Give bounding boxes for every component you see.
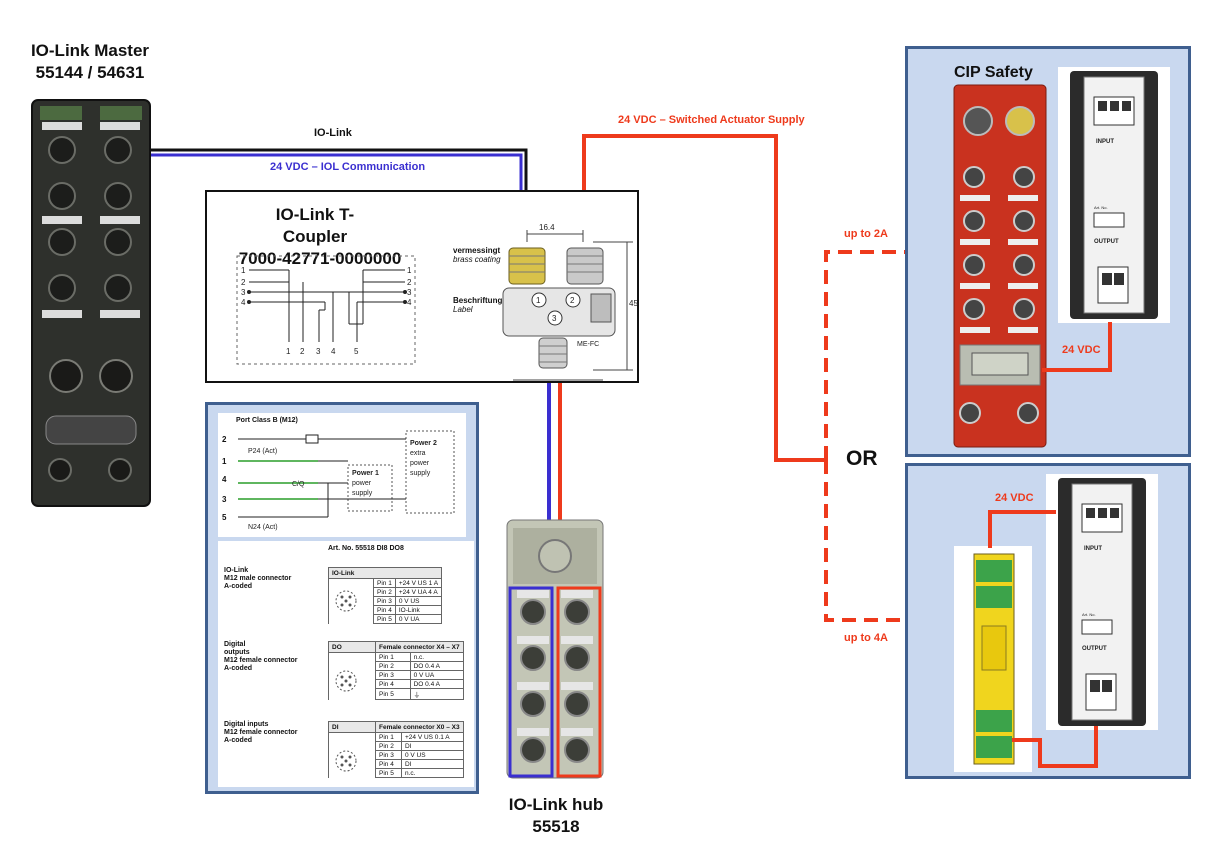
- right-pin-1: 1: [407, 266, 412, 275]
- iolink-pin-table: IO-Link Pin 1+24 V US 1 A Pin 2+24 V UA …: [327, 567, 443, 624]
- up-to-4a-label: up to 4A: [844, 632, 888, 644]
- bottom-pin-3: 3: [316, 347, 321, 356]
- pin-mark-3: 3: [222, 495, 227, 504]
- branch-4a-dashed: [824, 460, 906, 622]
- power2-line1: Power 2: [410, 440, 437, 447]
- pin-mark-4: 4: [222, 475, 227, 484]
- port-number-1: 1: [536, 296, 541, 305]
- dimension-side: 45: [629, 299, 638, 308]
- right-pin-2: 2: [407, 278, 412, 287]
- left-pin-1: 1: [241, 266, 246, 275]
- psu2-output-label: OUTPUT: [1082, 646, 1107, 652]
- master-part-number: 55144 / 54631: [35, 63, 145, 82]
- bottom-pin-5: 5: [354, 347, 359, 356]
- port-class-diagram: Port Class B (M12) 2 1 4 3 5: [218, 413, 466, 537]
- part-mark: ME-FC: [577, 341, 599, 348]
- up-to-2a-label: up to 2A: [844, 228, 888, 240]
- psu-art-no: Art. No.: [1094, 205, 1108, 210]
- hub-title: IO-Link hub: [508, 795, 604, 814]
- power1-line3: supply: [352, 490, 373, 497]
- switched-supply-wire: [582, 134, 826, 462]
- psu2-input-label: INPUT: [1084, 546, 1102, 552]
- cip-power-supply: INPUT OUTPUT Art. No.: [1058, 67, 1170, 323]
- port-number-3: 3: [552, 314, 557, 323]
- label-de: Beschriftung: [453, 296, 503, 305]
- left-pin-3: 3: [241, 288, 246, 297]
- connector-pin-icons: [335, 590, 357, 772]
- pin-mark-1: 1: [222, 457, 227, 466]
- datasheet-panel: Port Class B (M12) 2 1 4 3 5: [205, 402, 479, 794]
- right-pin-3: 3: [407, 288, 412, 297]
- left-pin-4: 4: [241, 298, 246, 307]
- power2-line3: power: [410, 460, 430, 467]
- n24-label: N24 (Act): [248, 524, 278, 531]
- brass-label-en: brass coating: [453, 255, 501, 264]
- right-pin-4: 4: [407, 298, 412, 307]
- power1-line1: Power 1: [352, 470, 379, 477]
- pin-mark-2: 2: [222, 435, 227, 444]
- t-coupler-panel: IO-Link T-Coupler 7000-42771-0000000 1 2…: [205, 190, 639, 383]
- safety-relay: [954, 546, 1032, 772]
- coupler-title: IO-Link T-Coupler: [275, 205, 355, 246]
- art-number: Art. No. 55518 DI8 DO8: [328, 545, 404, 552]
- iolink-wire-label: IO-Link: [314, 127, 352, 139]
- digital-outputs-label: Digital outputs M12 female connector A-c…: [224, 641, 298, 672]
- master-title: IO-Link Master: [30, 41, 150, 60]
- or-label: OR: [846, 447, 878, 470]
- branch-2a-dashed: [824, 250, 906, 460]
- power1-line2: power: [352, 480, 372, 487]
- port-number-2: 2: [570, 296, 575, 305]
- left-pin-2: 2: [241, 278, 246, 287]
- port-class-title: Port Class B (M12): [236, 417, 298, 424]
- iolink-hub-device: [506, 519, 604, 779]
- label-en: Label: [453, 305, 473, 314]
- hub-part-number: 55518: [532, 817, 580, 836]
- bottom-pin-1: 1: [286, 347, 291, 356]
- psu-output-label: OUTPUT: [1094, 239, 1119, 245]
- dimension-top: 16.4: [539, 223, 555, 232]
- digital-inputs-label: Digital inputs M12 female connector A-co…: [224, 721, 298, 744]
- power2-line2: extra: [410, 450, 426, 457]
- coupler-part-number: 7000-42771-0000000: [238, 249, 402, 268]
- psu-input-label: INPUT: [1096, 139, 1114, 145]
- cip-safety-panel: CIP Safety INPUT OUTPUT Art. No. 24 VDC: [905, 46, 1191, 457]
- bottom-pin-2: 2: [300, 347, 305, 356]
- relay-24vdc-label: 24 VDC: [995, 492, 1034, 504]
- pin-mark-5: 5: [222, 513, 227, 522]
- iolink-master-device: [31, 99, 151, 507]
- psu2-art-no: Art. No.: [1082, 612, 1096, 617]
- coupler-drawing: 16.4 45 1 2 3 ME-FC: [502, 223, 638, 381]
- brass-label-de: vermessingt: [453, 246, 501, 255]
- cip-safety-title: CIP Safety: [954, 64, 1033, 81]
- relay-panel: INPUT OUTPUT Art. No. 24 VDC: [905, 463, 1191, 779]
- iolink-connector-label: IO-Link M12 male connector A-coded: [224, 567, 292, 590]
- p24-label: P24 (Act): [248, 448, 277, 455]
- relay-power-supply: INPUT OUTPUT Art. No.: [1046, 474, 1158, 730]
- bottom-pin-4: 4: [331, 347, 336, 356]
- switched-supply-label: 24 VDC – Switched Actuator Supply: [618, 114, 805, 126]
- iol-communication-label: 24 VDC – IOL Communication: [270, 161, 426, 173]
- power2-line4: supply: [410, 470, 431, 477]
- coupler-schematic: 1 2 3 4 1 2 3 4 1 2 3 4 5: [236, 255, 416, 365]
- cq-label: C/Q: [292, 481, 305, 488]
- pinout-table: Art. No. 55518 DI8 DO8 IO-Link M12 male …: [218, 541, 474, 787]
- cip-safety-module: [953, 84, 1047, 448]
- cip-24vdc-label: 24 VDC: [1062, 344, 1101, 356]
